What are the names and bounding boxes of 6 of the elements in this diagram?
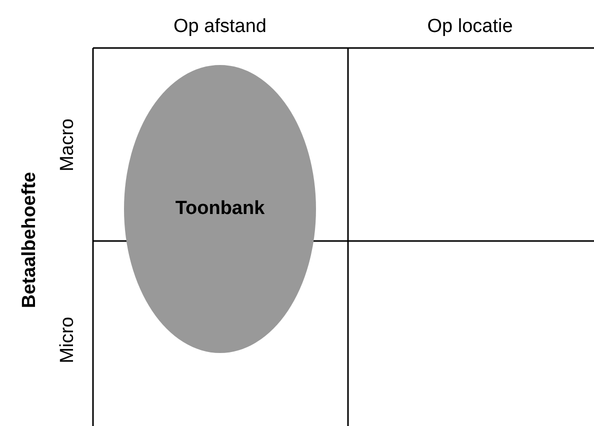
axis-title: Betaalbehoefte xyxy=(19,172,41,308)
row-header: Micro xyxy=(57,316,79,364)
column-header: Op afstand xyxy=(174,16,266,38)
column-header: Op locatie xyxy=(427,16,513,38)
region-label: Toonbank xyxy=(175,198,265,220)
row-header: Macro xyxy=(57,118,79,172)
